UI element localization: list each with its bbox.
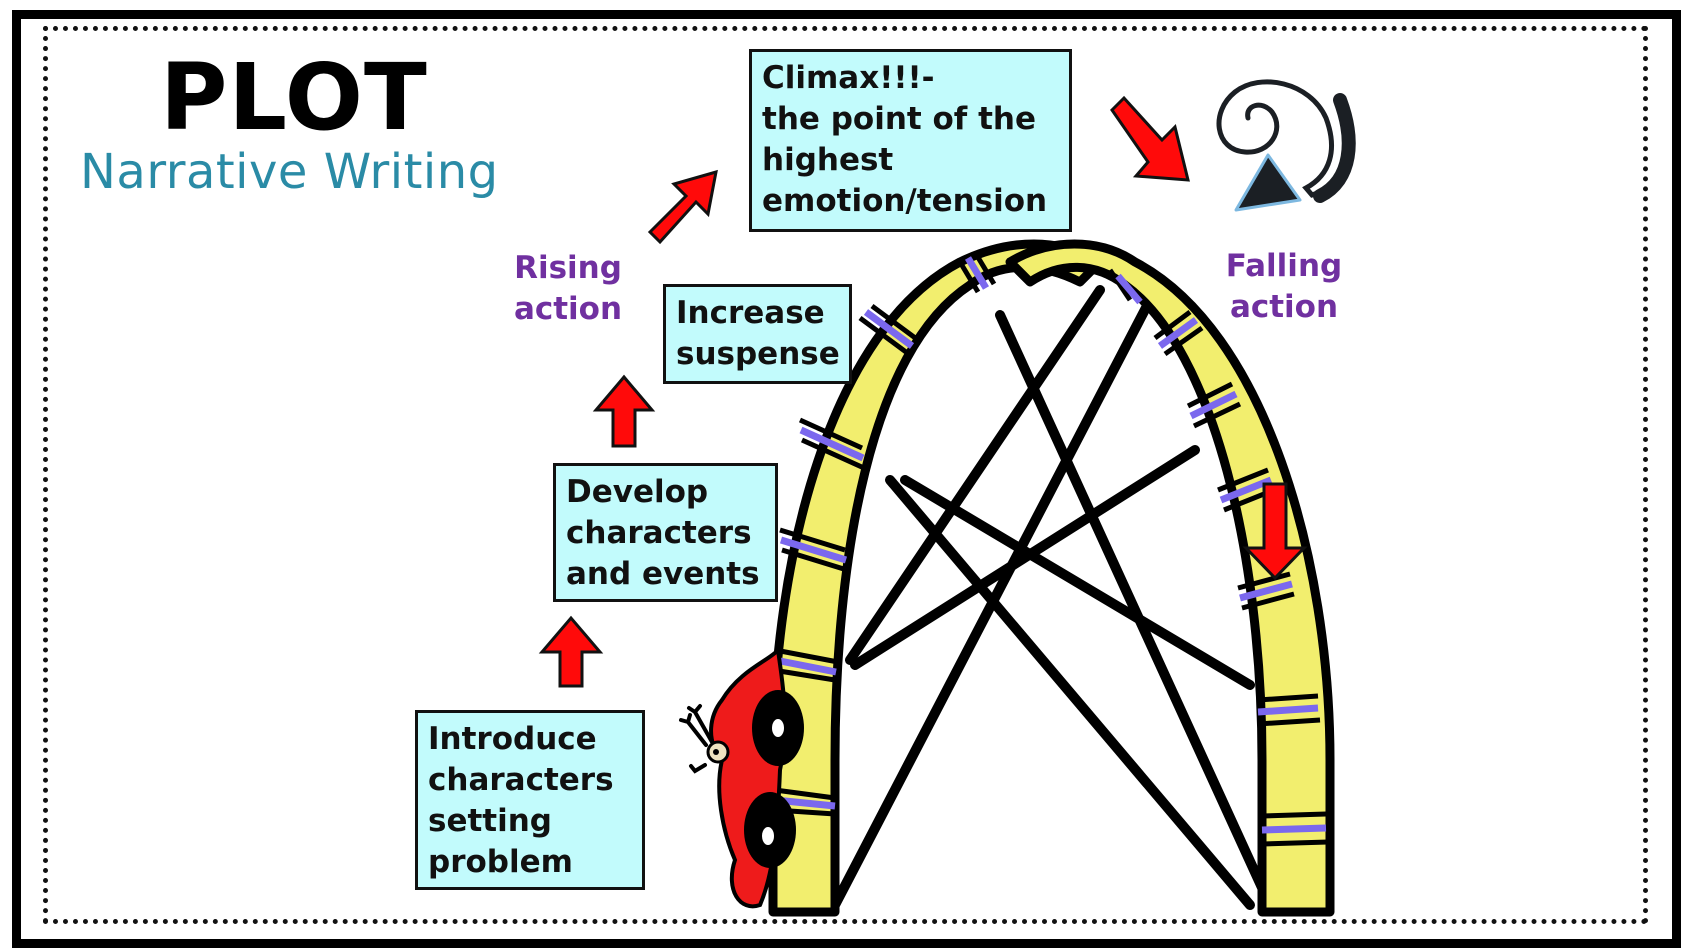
- support-beam: [845, 285, 1105, 665]
- falling-action-label: Falling action: [1222, 246, 1346, 328]
- stage-box-increase-suspense: Increase suspense: [663, 284, 852, 384]
- coaster-car-with-rider: [679, 645, 804, 909]
- track-ties-left: [772, 252, 997, 817]
- track-supports: [830, 285, 1275, 910]
- label-line: Rising: [514, 250, 622, 286]
- track-tie: [772, 647, 839, 683]
- support-beam: [885, 475, 1255, 910]
- stage-line: and events: [566, 556, 760, 592]
- stage-line: Increase: [676, 295, 825, 331]
- track-right: [1005, 239, 1335, 917]
- arrow-down-icon: [1242, 482, 1308, 581]
- track-tie: [779, 527, 848, 573]
- arrow-up-icon: [592, 374, 656, 448]
- stage-line: characters: [566, 515, 752, 551]
- track-tie: [858, 303, 920, 355]
- stage-box-introduce: Introduce characters setting problem: [415, 710, 645, 890]
- stage-line: the point of the: [762, 101, 1036, 137]
- track-tie: [1186, 381, 1242, 429]
- stage-line: Climax!!!-: [762, 60, 935, 96]
- label-line: action: [1229, 289, 1339, 325]
- track-tie: [1107, 268, 1143, 305]
- stage-line: suspense: [676, 336, 840, 372]
- track-tie: [957, 252, 997, 294]
- track-tie: [1237, 571, 1295, 611]
- stage-line: Introduce: [428, 721, 597, 757]
- track-ties-right: [1107, 268, 1329, 847]
- support-beam: [995, 310, 1275, 910]
- stage-line: emotion/tension: [762, 183, 1048, 219]
- page-title: PLOT: [160, 44, 428, 151]
- swirl-arrow-icon: [1216, 79, 1356, 212]
- stage-line: highest: [762, 142, 894, 178]
- track-tie: [1153, 309, 1204, 357]
- rising-action-label: Rising action: [508, 248, 628, 330]
- arrow-down-right-icon: [1110, 95, 1190, 182]
- roller-coaster-track: [768, 239, 1335, 917]
- stage-box-develop: Develop characters and events: [553, 463, 778, 602]
- dotted-border: [43, 26, 1648, 924]
- track-tie: [1257, 693, 1321, 727]
- stage-line: problem: [428, 844, 573, 880]
- stage-line: characters: [428, 762, 614, 798]
- stage-box-climax: Climax!!!- the point of the highest emot…: [749, 49, 1072, 232]
- arrow-up-icon: [538, 615, 604, 688]
- stage-line: setting: [428, 803, 552, 839]
- support-beam: [900, 475, 1255, 690]
- page-subtitle: Narrative Writing: [80, 144, 499, 200]
- support-beam: [850, 445, 1200, 670]
- track-tie: [1261, 811, 1329, 847]
- track-tie: [798, 417, 866, 471]
- stage-line: Develop: [566, 474, 709, 510]
- label-line: action: [513, 291, 623, 327]
- label-line: Falling: [1225, 248, 1343, 284]
- arrow-up-right-icon: [647, 169, 718, 245]
